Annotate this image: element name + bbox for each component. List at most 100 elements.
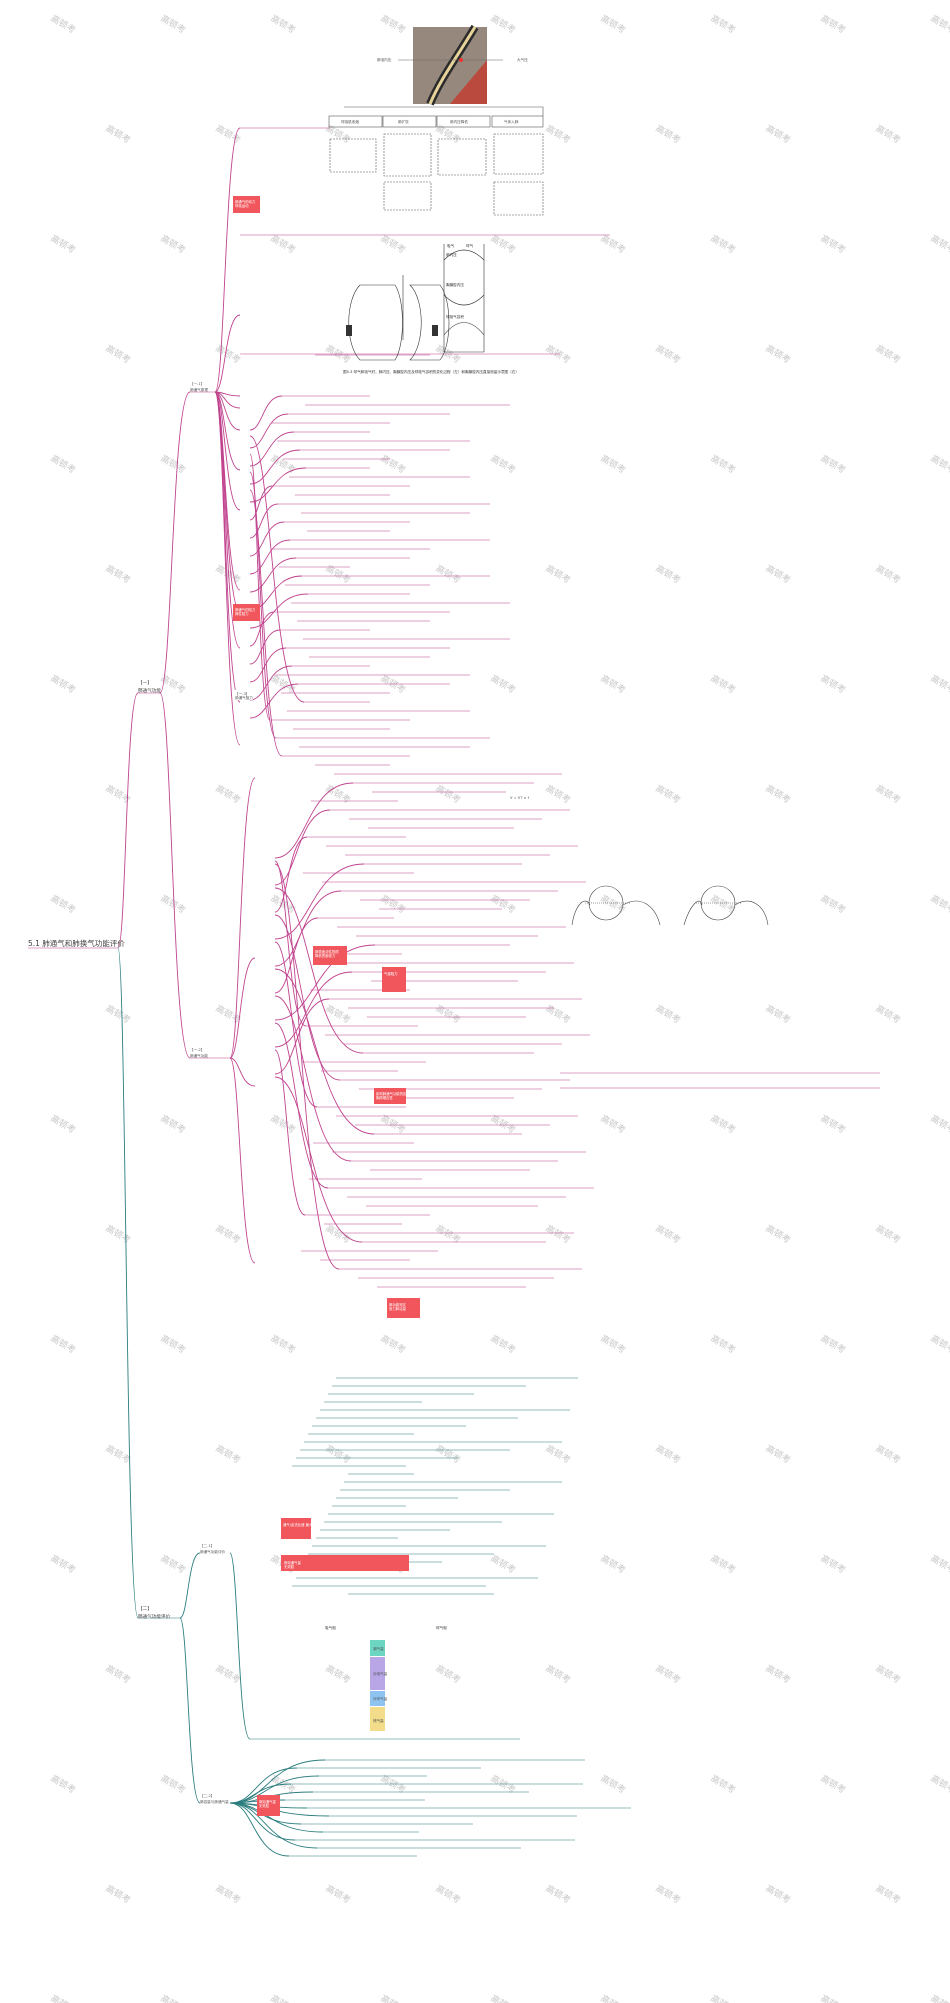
watermark-text-0: 高顿考 bbox=[49, 12, 78, 36]
connector-57 bbox=[249, 593, 309, 629]
section-4-number[interactable]: 【二-2】 bbox=[200, 1793, 214, 1798]
connector-16 bbox=[214, 391, 241, 703]
chapter-2-label[interactable]: 肺通气功能评价 bbox=[138, 1613, 171, 1620]
watermark-text-156: 高顿考 bbox=[434, 1882, 463, 1906]
chapter-1-number[interactable]: 【一】 bbox=[138, 680, 152, 686]
watermark-text-152: 高顿考 bbox=[929, 1772, 950, 1796]
watermark-text-158: 高顿考 bbox=[654, 1882, 683, 1906]
watermark-text-44: 高顿考 bbox=[929, 452, 950, 476]
watermark-text-52: 高顿考 bbox=[874, 562, 903, 586]
connector-66 bbox=[249, 647, 287, 683]
connector-149 bbox=[274, 995, 352, 1162]
connector-63 bbox=[249, 629, 281, 665]
watermark-text-28: 高顿考 bbox=[214, 342, 243, 366]
watermark-text-109: 高顿考 bbox=[159, 1332, 188, 1356]
watermark-text-150: 高顿考 bbox=[709, 1772, 738, 1796]
badge-8[interactable]: 通气/血流比值 最大通气量 时间肺活量 bbox=[281, 1518, 341, 1539]
axis-label-expire: 呼气 bbox=[466, 243, 474, 248]
section-1-label[interactable]: 肺通气原理 bbox=[190, 387, 208, 392]
chapter-1-label[interactable]: 肺通气功能 bbox=[138, 687, 161, 694]
badge-6[interactable]: 影响肺通气功能的因素胸廓顺应性 bbox=[374, 1088, 411, 1104]
section-2-number[interactable]: 【一-2】 bbox=[190, 1047, 204, 1052]
watermark-text-137: 高顿考 bbox=[324, 1662, 353, 1686]
airway-left-label: 肺泡内压 bbox=[377, 57, 392, 62]
connector-12 bbox=[214, 391, 241, 511]
watermark-text-39: 高顿考 bbox=[379, 452, 408, 476]
watermark-text-67: 高顿考 bbox=[544, 782, 573, 806]
connector-72 bbox=[249, 683, 299, 719]
flow-label-1: 呼吸肌收缩 bbox=[341, 119, 359, 124]
badge-4[interactable]: 肺表面活性物质降低表面张力 bbox=[313, 946, 347, 965]
watermark-layer: 高顿考高顿考高顿考高顿考高顿考高顿考高顿考高顿考高顿考高顿考高顿考高顿考高顿考高… bbox=[49, 12, 950, 2003]
watermark-text-36: 高顿考 bbox=[49, 452, 78, 476]
watermark-text-87: 高顿考 bbox=[764, 1002, 793, 1026]
section-4-label[interactable]: 肺容量与肺通气量 bbox=[200, 1799, 229, 1804]
watermark-text-133: 高顿考 bbox=[819, 1552, 848, 1576]
watermark-text-25: 高顿考 bbox=[819, 232, 848, 256]
watermark-text-86: 高顿考 bbox=[654, 1002, 683, 1026]
connector-89 bbox=[229, 1057, 256, 1264]
watermark-text-42: 高顿考 bbox=[709, 452, 738, 476]
connector-220 bbox=[229, 1802, 324, 1833]
watermark-text-140: 高顿考 bbox=[654, 1662, 683, 1686]
badge-9-text: 肺泡通气量无效腔 bbox=[284, 1560, 302, 1569]
watermark-text-69: 高顿考 bbox=[764, 782, 793, 806]
root-title[interactable]: 5.1 肺通气和肺换气功能评价 bbox=[28, 938, 125, 948]
watermark-text-98: 高顿考 bbox=[929, 1112, 950, 1136]
badge-7[interactable]: 肺功能测定用力肺活量 bbox=[387, 1298, 420, 1318]
watermark-text-159: 高顿考 bbox=[764, 1882, 793, 1906]
chapter-2-number[interactable]: 【二】 bbox=[138, 1606, 152, 1612]
section-3-number[interactable]: 【二-1】 bbox=[200, 1543, 214, 1548]
axis-label-pleural: 胸膜腔内压 bbox=[446, 282, 464, 287]
connector-153 bbox=[274, 1022, 329, 1189]
watermark-text-14: 高顿考 bbox=[654, 122, 683, 146]
formula[interactable]: V̇ = V̇T × f bbox=[510, 795, 530, 800]
connector-30 bbox=[249, 431, 295, 467]
airway-right-label: 大气压 bbox=[517, 57, 528, 62]
connector-171 bbox=[179, 1552, 201, 1619]
badge-3[interactable]: 【一-3】肺通气阻力 bbox=[233, 690, 253, 700]
section-2-label[interactable]: 肺通气功能 bbox=[190, 1053, 208, 1058]
watermark-text-34: 高顿考 bbox=[874, 342, 903, 366]
figure-pressure: 吸气 呼气 肺内压 胸膜腔内压 呼吸气容积 图5-3 呼气和吸气时，肺内压、胸膜… bbox=[343, 243, 519, 374]
watermark-text-81: 高顿考 bbox=[104, 1002, 133, 1026]
watermark-text-114: 高顿考 bbox=[709, 1332, 738, 1356]
watermark-text-132: 高顿考 bbox=[709, 1552, 738, 1576]
badge-10[interactable]: 肺泡通气量无效腔 bbox=[257, 1795, 280, 1816]
connector-3 bbox=[159, 391, 191, 694]
watermark-text-43: 高顿考 bbox=[819, 452, 848, 476]
badge-2[interactable]: 肺通气的阻力弹性阻力 bbox=[233, 604, 260, 621]
watermark-text-59: 高顿考 bbox=[599, 672, 628, 696]
axis-label-inspire: 吸气 bbox=[447, 243, 455, 248]
watermark-text-130: 高顿考 bbox=[489, 1552, 518, 1576]
watermark-text-157: 高顿考 bbox=[544, 1882, 573, 1906]
watermark-text-120: 高顿考 bbox=[434, 1442, 463, 1466]
badge-8-text: 通气/血流比值 最大通气量 时间肺活量 bbox=[283, 1522, 341, 1527]
flow-label-3: 肺内压降低 bbox=[450, 119, 468, 124]
connector-117 bbox=[274, 944, 376, 1021]
watermark-text-76: 高顿考 bbox=[489, 892, 518, 916]
watermark-text-10: 高顿考 bbox=[214, 122, 243, 146]
watermark-text-24: 高顿考 bbox=[709, 232, 738, 256]
connector-222 bbox=[229, 1802, 296, 1841]
flow-diagram bbox=[328, 106, 544, 216]
watermark-text-97: 高顿考 bbox=[819, 1112, 848, 1136]
watermark-text-141: 高顿考 bbox=[764, 1662, 793, 1686]
watermark-text-90: 高顿考 bbox=[49, 1112, 78, 1136]
watermark-text-18: 高顿考 bbox=[49, 232, 78, 256]
connector-4 bbox=[159, 692, 191, 1059]
badge-1[interactable]: 肺通气的动力呼吸运动 bbox=[233, 196, 260, 213]
watermark-text-83: 高顿考 bbox=[324, 1002, 353, 1026]
watermark-text-77: 高顿考 bbox=[599, 892, 628, 916]
section-1-number[interactable]: 【一-1】 bbox=[190, 381, 204, 386]
watermark-text-60: 高顿考 bbox=[709, 672, 738, 696]
badge-5[interactable]: 气道阻力 bbox=[382, 967, 406, 992]
badge-9[interactable]: 肺泡通气量无效腔 bbox=[281, 1555, 409, 1571]
figure-volume-chart: 吸气相 呼气相 潮气量 补吸气量 补呼气量 残气量 bbox=[325, 1625, 447, 1731]
connector-105 bbox=[274, 863, 365, 940]
section-3-label[interactable]: 肺通气功能评价 bbox=[200, 1549, 226, 1554]
watermark-text-95: 高顿考 bbox=[599, 1112, 628, 1136]
watermark-text-13: 高顿考 bbox=[544, 122, 573, 146]
watermark-text-85: 高顿考 bbox=[544, 1002, 573, 1026]
watermark-text-64: 高顿考 bbox=[214, 782, 243, 806]
